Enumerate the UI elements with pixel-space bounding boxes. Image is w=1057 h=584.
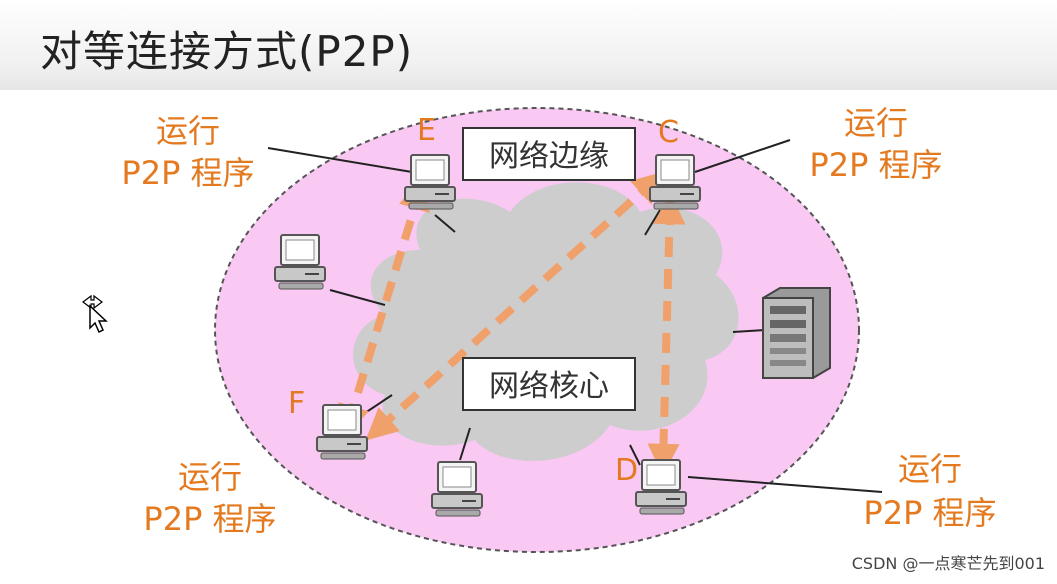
watermark: CSDN @一点寒芒先到001 xyxy=(851,554,1045,573)
network-edge-label-box: 网络边缘 xyxy=(462,127,636,181)
run-label-bottom-left: 运行 P2P 程序 xyxy=(143,458,276,538)
computer-icon-bottom xyxy=(431,461,483,517)
p2p-links xyxy=(338,171,686,476)
server-tower-icon xyxy=(762,287,831,379)
node-label-d: D xyxy=(615,453,638,488)
run-label-line2: P2P 程序 xyxy=(809,146,942,184)
network-core-label-box: 网络核心 xyxy=(462,357,636,411)
node-label-c: C xyxy=(658,115,679,150)
run-label-line1: 运行 xyxy=(156,112,220,150)
run-label-top-right: 运行 P2P 程序 xyxy=(809,104,942,184)
run-label-line1: 运行 xyxy=(898,450,962,488)
network-core-label: 网络核心 xyxy=(489,369,609,404)
computer-icon-d xyxy=(635,459,687,515)
run-label-line2: P2P 程序 xyxy=(143,500,276,538)
network-edge-label: 网络边缘 xyxy=(489,139,609,174)
title-bar: 对等连接方式(P2P) xyxy=(0,0,1057,90)
slide-title: 对等连接方式(P2P) xyxy=(40,27,414,76)
link-c-d xyxy=(647,192,686,476)
move-cursor-icon xyxy=(82,294,108,334)
node-label-e: E xyxy=(417,113,436,148)
computer-icon-left xyxy=(274,234,326,290)
run-label-top-left: 运行 P2P 程序 xyxy=(121,112,254,192)
node-label-f: F xyxy=(288,386,305,421)
run-label-bottom-right: 运行 P2P 程序 xyxy=(863,450,996,532)
run-label-line2: P2P 程序 xyxy=(863,494,996,532)
run-label-line1: 运行 xyxy=(178,458,242,496)
computer-icon-c xyxy=(649,154,701,210)
computer-icon-f xyxy=(316,404,368,460)
run-label-line2: P2P 程序 xyxy=(121,154,254,192)
run-label-line1: 运行 xyxy=(844,104,908,142)
computer-icon-e xyxy=(404,154,456,210)
